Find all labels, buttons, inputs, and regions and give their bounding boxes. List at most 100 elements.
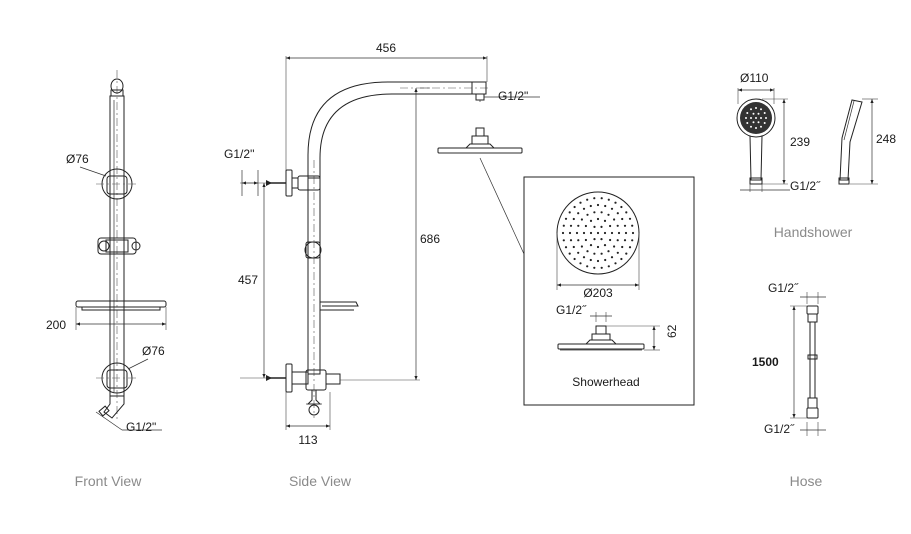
nozzle-dot (628, 246, 632, 249)
hose-view: G1/2˝ 1500 G1/2˝ Hose (752, 281, 826, 489)
nozzle-dot (573, 205, 576, 209)
handshower-thread-label: G1/2˝ (790, 179, 821, 193)
handshower-nozzle-dot (746, 122, 749, 124)
nozzle-dot (621, 245, 624, 249)
nozzle-dot (589, 219, 593, 222)
handshower-nozzle-dot (755, 117, 757, 119)
hose-caption: Hose (790, 473, 823, 489)
nozzle-dot (613, 218, 616, 221)
handshower-nozzle-dot (763, 122, 766, 124)
front-width-label: 200 (46, 318, 66, 332)
nozzle-dot (613, 245, 616, 248)
nozzle-dot (596, 259, 600, 263)
nozzle-dot (562, 224, 565, 227)
handshower-nozzle-dot (752, 121, 755, 124)
front-dia-top-label: Ø76 (66, 152, 89, 166)
handshower-length-label: 239 (790, 135, 810, 149)
nozzle-dot (604, 258, 607, 262)
nozzle-dot (568, 252, 571, 255)
nozzle-dot (596, 217, 600, 221)
front-dia-bottom-label: Ø76 (142, 344, 165, 358)
nozzle-dot (607, 213, 610, 216)
hose-length-label: 1500 (752, 355, 779, 369)
hose-thread-bottom-label: G1/2˝ (764, 422, 795, 436)
nozzle-dot (623, 224, 627, 227)
nozzle-dot (614, 262, 617, 265)
showerhead-detail: Ø203 G1/2˝ 62 Showerhead (523, 176, 695, 406)
side-reach-label: 456 (376, 41, 396, 55)
front-view-caption: Front View (75, 473, 143, 489)
side-thread-wall-label: G1/2'' (224, 147, 255, 161)
handshower-nozzle-dot (757, 112, 760, 115)
handshower-nozzle-dot (745, 117, 747, 119)
nozzle-dot (586, 198, 589, 201)
nozzle-dot (568, 231, 572, 235)
nozzle-dot (600, 225, 603, 228)
nozzle-dot (607, 265, 610, 268)
showerhead-thickness-label: 62 (665, 324, 679, 338)
showerhead-thread-label: G1/2˝ (556, 303, 587, 317)
handshower-caption: Handshower (774, 224, 853, 240)
nozzle-dot (575, 231, 579, 235)
nozzle-dot (584, 224, 588, 228)
nozzle-dot (586, 213, 589, 216)
nozzle-dot (600, 238, 603, 241)
nozzle-dot (631, 231, 635, 235)
nozzle-dot (614, 201, 617, 204)
nozzle-dot (628, 217, 632, 220)
nozzle-dot (607, 198, 610, 201)
nozzle-dot (621, 217, 624, 221)
nozzle-dot (572, 245, 575, 249)
nozzle-dot (569, 239, 573, 242)
handshower-view: Ø110 239 G1/2˝ 248 Handshower (736, 71, 896, 240)
side-height-label: 686 (420, 232, 440, 246)
nozzle-dot (610, 231, 614, 235)
nozzle-dot (568, 211, 571, 214)
handshower-nozzle-dot (765, 117, 767, 119)
handshower-nozzle-dot (750, 125, 752, 128)
nozzle-dot (610, 207, 614, 210)
nozzle-dot (631, 239, 634, 242)
handshower-nozzle-dot (760, 117, 762, 119)
nozzle-dot (600, 211, 603, 214)
nozzle-dot (593, 252, 596, 255)
handshower-nozzle-dot (763, 112, 766, 114)
hose-thread-top-label: G1/2˝ (768, 281, 799, 295)
nozzle-dot (593, 238, 596, 241)
nozzle-dot (600, 252, 603, 255)
nozzle-dot (579, 201, 582, 204)
handshower-nozzle-dot (760, 108, 762, 111)
nozzle-dot (593, 225, 596, 228)
side-thread-top-label: G1/2" (498, 89, 528, 103)
nozzle-dot (616, 239, 619, 242)
nozzle-dot (580, 245, 584, 248)
nozzle-dot (589, 204, 592, 208)
nozzle-dot (623, 239, 627, 242)
nozzle-dot (577, 251, 580, 254)
nozzle-dot (589, 244, 593, 247)
handshower-nozzles (745, 107, 767, 129)
side-view-caption: Side View (289, 473, 352, 489)
nozzle-pattern (561, 197, 635, 269)
nozzle-dot (589, 258, 592, 262)
nozzle-dot (564, 246, 568, 249)
nozzle-dot (610, 256, 614, 259)
nozzle-dot (616, 212, 619, 215)
nozzle-dot (582, 231, 586, 235)
nozzle-dot (577, 212, 580, 215)
nozzle-dot (586, 265, 589, 268)
front-view: Ø76 Ø76 200 G1/2" Front View (46, 70, 167, 489)
nozzle-dot (620, 257, 623, 261)
handshower-total-label: 248 (876, 132, 896, 146)
nozzle-dot (609, 238, 612, 242)
nozzle-dot (573, 257, 576, 261)
nozzle-dot (596, 231, 600, 235)
nozzle-dot (589, 231, 593, 235)
handshower-nozzle-dot (755, 107, 757, 109)
nozzle-dot (586, 250, 589, 253)
showerhead-profile (437, 127, 525, 255)
handshower-nozzle-dot (750, 108, 752, 111)
handshower-nozzle-dot (752, 112, 755, 115)
side-depth-label: 113 (298, 433, 317, 447)
nozzle-dot (616, 224, 619, 227)
